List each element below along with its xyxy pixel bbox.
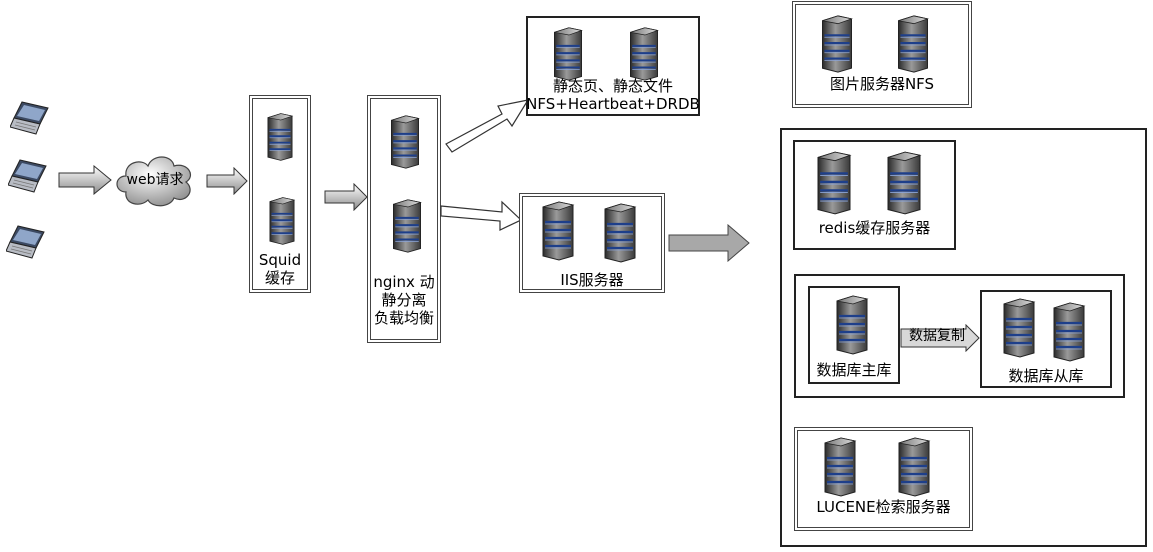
arrow-icon [206,167,248,195]
squid-label-line1: Squid [258,251,302,269]
static-label-line1: 静态页、静态文件 [552,77,673,95]
arrow-icon [444,96,530,154]
server-icon [894,436,934,498]
laptop-icon [6,224,46,260]
server-icon [540,200,576,262]
server-icon [550,26,586,82]
server-icon [812,150,856,216]
arrow-icon [668,224,750,262]
static-label-line2: NFS+Heartbeat+DRDB [526,95,700,113]
server-icon [264,112,296,162]
server-icon [834,294,870,356]
lucene-label: LUCENE检索服务器 [816,498,951,516]
arrow-icon [900,324,980,352]
iis-label: IIS服务器 [560,271,624,289]
server-icon [882,150,926,216]
nginx-label-line2: 静分离 [381,291,427,309]
db-replication-label: 数据复制 [909,328,965,344]
server-icon [626,26,662,82]
server-icon [818,14,856,74]
server-icon [1052,300,1086,364]
cloud-icon [112,148,198,212]
image-nfs-label: 图片服务器NFS [829,75,935,93]
nginx-label-line1: nginx 动 [373,273,435,291]
laptop-icon [8,158,48,194]
server-icon [1002,296,1036,360]
laptop-icon [10,100,50,136]
web-request-label: web请求 [126,172,184,188]
db-master-label: 数据库主库 [816,361,892,379]
server-icon [390,198,424,254]
db-slave-box [980,290,1112,388]
server-icon [602,202,638,264]
server-icon [820,436,860,498]
server-icon [266,196,298,246]
arrow-icon [324,183,368,211]
squid-label-line2: 缓存 [264,269,295,287]
server-icon [894,14,932,74]
nginx-label-line3: 负载均衡 [373,309,434,327]
server-icon [388,114,422,170]
redis-label: redis缓存服务器 [818,219,931,237]
arrow-icon [58,165,112,195]
arrow-icon [440,198,522,232]
db-slave-label: 数据库从库 [1008,367,1084,385]
